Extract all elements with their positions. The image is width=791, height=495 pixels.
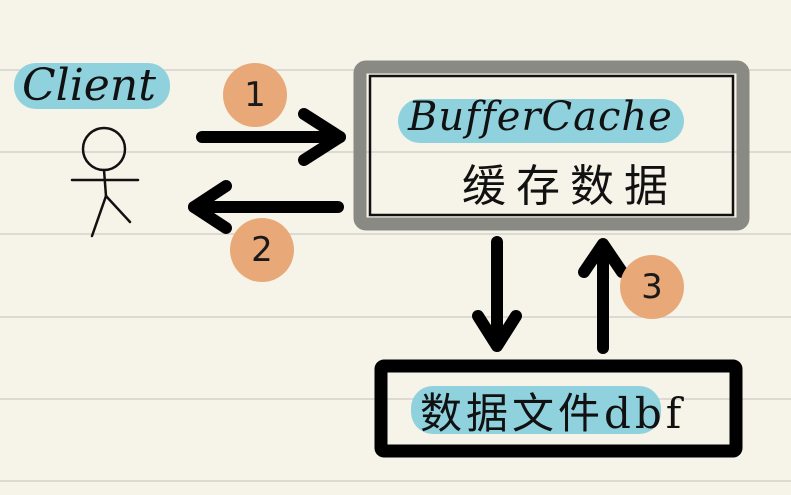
client-highlight xyxy=(14,63,170,109)
ruled-line xyxy=(0,233,791,235)
data-file-highlight xyxy=(411,386,661,434)
client-label: Client xyxy=(22,60,156,111)
ruled-line xyxy=(0,398,791,400)
buffer-cache-subtitle: 缓存数据 xyxy=(462,161,678,212)
arrow-request xyxy=(196,108,346,166)
ruled-line xyxy=(0,480,791,482)
buffer-cache-highlight xyxy=(398,99,684,143)
data-file-label: 数据文件dbf xyxy=(420,389,686,438)
step-badge-3: 3 xyxy=(620,255,684,319)
step-badge-1: 1 xyxy=(223,63,287,127)
step-badge-2: 2 xyxy=(230,218,294,282)
client-stick-figure-icon xyxy=(70,126,140,238)
arrow-response xyxy=(188,180,344,234)
ruled-line xyxy=(0,151,791,153)
arrow-cache-to-file xyxy=(472,236,522,352)
arrow-file-to-cache xyxy=(578,238,628,354)
buffer-cache-title: BufferCache xyxy=(408,94,673,140)
data-file-box xyxy=(374,359,743,458)
buffer-cache-inner-border xyxy=(368,74,735,217)
buffer-cache-box xyxy=(353,60,750,231)
ruled-line xyxy=(0,316,791,318)
